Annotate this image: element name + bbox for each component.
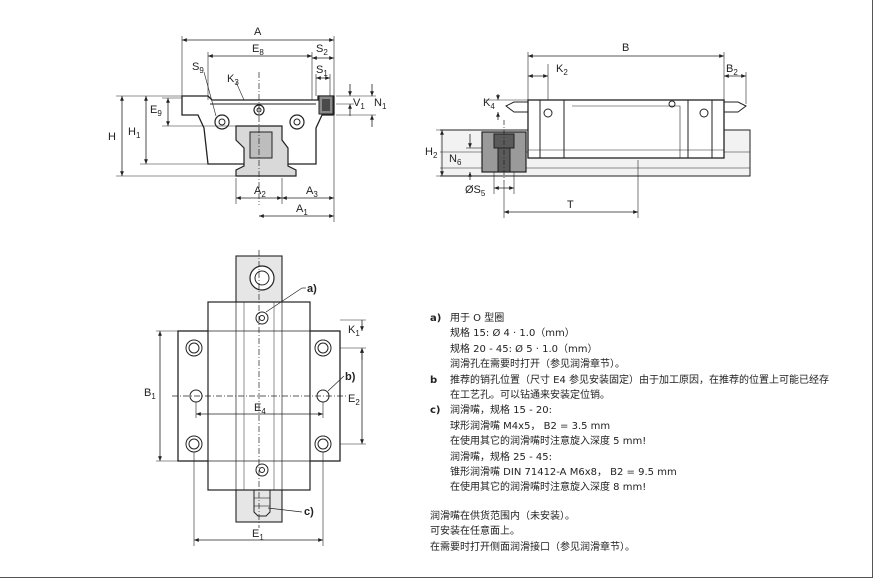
footer-line: 可安装在任意面上。 [430,526,520,538]
label-E9: E9 [150,104,162,118]
o-ring-hole [255,311,269,325]
note-c-label: c) [430,405,441,417]
label-A: A [254,26,262,38]
note-c-line: 润滑嘴，规格 15 - 20: [450,405,552,417]
note-b-label: b [430,374,438,386]
label-E8: E8 [252,43,264,57]
label-N1: N1 [374,97,387,111]
label-E2: E2 [348,393,360,407]
note-b-line: 推荐的销孔位置（尺寸 E4 参见安装固定）由于加工原因，在推荐的位置上可能已经存 [450,374,830,386]
label-V1: V1 [353,97,365,111]
label-E4: E4 [254,402,266,416]
label-S5: ØS5 [465,184,486,198]
note-b: b 推荐的销孔位置（尺寸 E4 参见安装固定）由于加工原因，在推荐的位置上可能已… [430,373,870,404]
note-a-line: 规格 15: Ø 4 · 1.0（mm） [450,328,575,340]
note-c-line: 在使用其它的润滑嘴时注意旋入深度 8 mm! [450,482,647,494]
side-view [436,52,751,218]
note-a: a) 用于 O 型圈 规格 15: Ø 4 · 1.0（mm） 规格 20 - … [430,311,870,373]
side-carriage-body [527,99,725,159]
footer-line: 润滑嘴在供货范围内（未安装）。 [430,510,575,522]
note-b-line: 在工艺孔。可以钻通来安装定位销。 [450,390,610,402]
note-a-label: a) [430,313,442,324]
side-view-labels: B K2 B2 K4 H2 N6 ØS5 T [425,42,738,211]
label-K2: K2 [556,63,568,77]
rail-bore-top [249,265,275,291]
label-H2: H2 [425,146,438,160]
note-a-line: 规格 20 - 45: Ø 5 · 1.0（mm） [450,343,598,355]
notes-panel: a) 用于 O 型圈 规格 15: Ø 4 · 1.0（mm） 规格 20 - … [430,311,870,555]
label-B: B [622,42,629,54]
front-view [116,36,376,222]
plan-view-labels: a) b) c) K1 B1 E2 E4 E1 [144,283,360,542]
note-c: c) 润滑嘴，规格 15 - 20: 球形润滑嘴 M4x5， B2 = 3.5 … [430,403,870,495]
front-view-labels: A E8 S2 S9 K3 S1 E9 V1 N1 H H1 A2 A3 A1 [108,26,387,217]
note-c-line: 在使用其它的润滑嘴时注意旋入深度 5 mm! [450,436,647,448]
note-c-line: 润滑嘴，规格 25 - 45: [450,451,552,463]
label-K3: K3 [227,73,239,87]
label-S9: S9 [192,61,204,75]
note-c-line: 球形润滑嘴 M4x5， B2 = 3.5 mm [450,420,611,432]
corner-screw-tl [185,339,203,357]
label-B1: B1 [144,387,156,401]
label-A1: A1 [296,203,308,217]
label-c: c) [304,506,314,518]
label-A3: A3 [306,185,318,199]
note-a-line: 用于 O 型圈 [450,313,505,324]
label-S1: S1 [316,64,328,78]
label-b: b) [345,371,356,383]
label-a: a) [307,283,317,295]
label-K1: K1 [348,324,360,338]
left-screw-hole [214,114,230,130]
corner-screw-tr [314,339,332,357]
label-K4: K4 [483,97,495,111]
label-H: H [108,131,116,143]
label-T: T [567,199,574,211]
label-E1: E1 [252,528,264,542]
note-a-line: 润滑孔在需要时打开（参见润滑章节）。 [450,359,625,371]
left-lube-nipple [505,101,529,113]
label-H1: H1 [128,126,141,140]
label-A2: A2 [254,185,266,199]
label-B2: B2 [726,63,738,77]
right-screw-hole [289,114,305,130]
notes-footer: 润滑嘴在供货范围内（未安装）。 可安装在任意面上。 在需要时打开侧面润滑接口（参… [430,509,870,555]
note-c-line: 锥形润滑嘴 DIN 71412-A M6x8， B2 = 9.5 mm [450,467,677,479]
plan-lube-nipple [253,489,271,517]
label-S2: S2 [316,43,328,57]
right-lube-nipple [723,101,747,113]
rail-bore [249,131,273,159]
plan-view [156,250,366,546]
footer-line: 在需要时打开侧面润滑接口（参见润滑章节）。 [430,541,635,553]
label-N6: N6 [449,153,462,167]
